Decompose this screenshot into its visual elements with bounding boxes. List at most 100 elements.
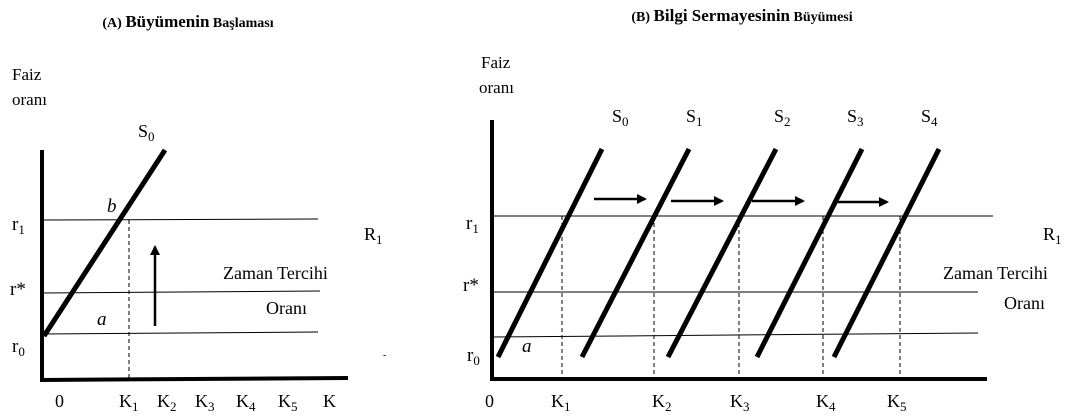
panel-b-ytick-r0: r0 [467, 345, 480, 368]
panel-b-curve-label-3-base: S [847, 106, 857, 126]
panel-a-x-axis [39, 376, 349, 382]
panel-a-curve-label-sub: 0 [148, 129, 155, 144]
panel-a-xtick-2-sub: 2 [170, 399, 177, 414]
panel-a-xtick-5: K5 [278, 391, 298, 414]
panel-a-xtick-3-sub: 3 [208, 399, 215, 414]
panel-b-ytick-r1: r1 [466, 213, 479, 236]
panel-b-ytick-r1-base: r [466, 213, 473, 234]
panel-b-title-prefix: (B) [631, 10, 653, 25]
panel-b-ytick-r1-sub: 1 [472, 221, 479, 236]
panel-a-xtick-1-sub: 1 [132, 399, 139, 414]
panel-a-stray-mark: - [383, 350, 386, 361]
panel-a-title-prefix: (A) [102, 16, 125, 31]
panel-b-time-pref-line1: Zaman Tercihi [943, 263, 1048, 283]
panel-a-title: (A) Büyümenin Başlaması [102, 12, 273, 31]
panel-b: (B) Bilgi Sermayesinin Büyümesi Faiz ora… [463, 6, 1062, 414]
panel-b-y-label-line2: oranı [479, 78, 514, 97]
panel-b-curve-label-1: S1 [686, 106, 703, 129]
panel-b-xtick-1: K1 [551, 391, 571, 414]
panel-a-ytick-r1-sub: 1 [18, 222, 25, 237]
panel-a-title-suffix: Başlaması [209, 16, 273, 31]
panel-b-y-label-line1: Faiz [481, 53, 511, 72]
panel-a-line-rstar [41, 290, 321, 294]
panel-b-curve-label-2-sub: 2 [784, 114, 791, 129]
panel-b-xtick-4: K4 [816, 391, 836, 414]
panel-b-line-r0 [491, 332, 979, 338]
panel-a: (A) Büyümenin Başlaması Faiz oranı S0 b … [10, 12, 386, 414]
panel-b-label-R1-base: R [1043, 224, 1055, 244]
panel-a-y-label-line1: Faiz [12, 65, 42, 84]
panel-b-ytick-r0-base: r [467, 345, 474, 366]
panel-a-xtick-3: K3 [195, 391, 215, 414]
panel-a-ytick-r0: r0 [12, 336, 25, 359]
panel-b-title: (B) Bilgi Sermayesinin Büyümesi [631, 6, 852, 25]
panel-a-xtick-0: 0 [55, 391, 64, 411]
panel-a-curve-label-base: S [138, 121, 148, 141]
panel-b-title-suffix: Büyümesi [790, 10, 853, 25]
panel-a-xtick-4-sub: 4 [249, 399, 256, 414]
panel-a-ytick-r1-base: r [12, 214, 19, 235]
panel-a-line-r1 [41, 218, 319, 221]
panel-b-xtick-4-base: K [816, 391, 829, 411]
panel-b-curve-s1 [579, 147, 692, 359]
panel-b-curve-label-1-sub: 1 [696, 114, 703, 129]
panel-a-xtick-1: K1 [119, 391, 139, 414]
panel-a-xtick-4-base: K [236, 391, 249, 411]
panel-a-xtick-2-base: K [157, 391, 170, 411]
panel-a-xtick-6-base: K [323, 391, 336, 411]
panel-a-xtick-0-base: 0 [55, 391, 64, 411]
panel-a-xtick-1-base: K [119, 391, 132, 411]
panel-b-curve-s2 [665, 147, 779, 359]
panel-a-y-label-line2: oranı [12, 90, 47, 109]
panel-b-ytick-r0-sub: 0 [473, 353, 480, 368]
panel-b-label-R1-sub: 1 [1055, 232, 1062, 247]
panel-b-curve-label-0: S0 [612, 106, 629, 129]
panel-a-curve-s0 [41, 148, 168, 338]
panel-b-curve-label-4-base: S [921, 106, 931, 126]
panel-a-line-r0 [41, 331, 319, 335]
panel-b-xtick-3: K3 [730, 391, 750, 414]
panel-a-ytick-r0-sub: 0 [18, 344, 25, 359]
panel-a-xtick-2: K2 [157, 391, 177, 414]
panel-b-curve-label-0-base: S [612, 106, 622, 126]
panel-a-xtick-3-base: K [195, 391, 208, 411]
panel-b-xtick-2-sub: 2 [665, 399, 672, 414]
panel-a-xtick-6: K [323, 391, 336, 411]
panel-b-ytick-rstar: r* [463, 275, 479, 296]
panel-a-time-pref-line1: Zaman Tercihi [223, 263, 328, 283]
panel-b-curve-label-2-base: S [774, 106, 784, 126]
panel-b-time-pref-line2: Oranı [1004, 293, 1045, 313]
panel-a-label-R1-sub: 1 [376, 232, 383, 247]
panel-a-time-pref-line2: Oranı [266, 298, 307, 318]
panel-b-xtick-2: K2 [652, 391, 672, 414]
panel-a-ytick-r0-base: r [12, 336, 19, 357]
panel-b-xtick-0-base: 0 [485, 391, 494, 411]
panel-b-xtick-0: 0 [485, 391, 494, 411]
panel-b-point-a: a [522, 336, 532, 357]
panel-b-xtick-5-sub: 5 [900, 399, 907, 414]
panel-b-curve-label-2: S2 [774, 106, 791, 129]
panel-a-xtick-5-sub: 5 [291, 399, 298, 414]
panel-b-curve-label-1-base: S [686, 106, 696, 126]
panel-a-curve-label-s0: S0 [138, 121, 155, 144]
panel-b-xtick-4-sub: 4 [829, 399, 836, 414]
panel-b-xtick-3-base: K [730, 391, 743, 411]
panel-b-label-R1: R1 [1043, 224, 1062, 247]
panel-b-curve-s3 [754, 147, 865, 359]
panel-b-curve-label-4: S4 [921, 106, 938, 129]
panel-b-curve-label-4-sub: 4 [931, 114, 938, 129]
panel-a-label-R1: R1 [364, 224, 383, 247]
panel-a-ytick-rstar: r* [10, 279, 26, 300]
panel-b-xtick-1-sub: 1 [564, 399, 571, 414]
panel-a-xtick-5-base: K [278, 391, 291, 411]
panel-b-xtick-5-base: K [887, 391, 900, 411]
panel-b-curve-label-3-sub: 3 [857, 114, 864, 129]
panel-a-title-main: Büyümenin [125, 12, 210, 31]
panel-b-curve-label-0-sub: 0 [622, 114, 629, 129]
panel-b-xtick-5: K5 [887, 391, 907, 414]
panel-a-ytick-r1: r1 [12, 214, 25, 237]
